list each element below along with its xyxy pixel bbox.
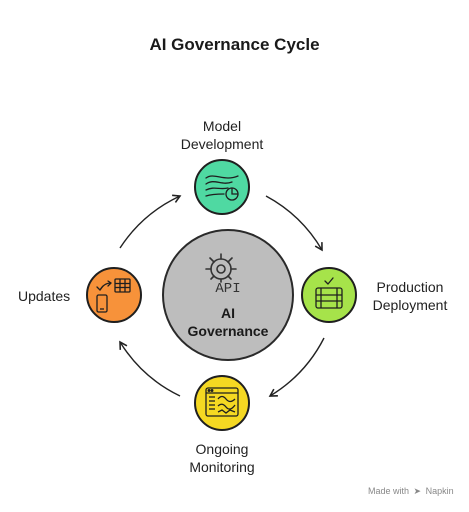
ongoing-monitoring-label: Ongoing Monitoring bbox=[170, 440, 274, 476]
device-sync-table-icon bbox=[96, 278, 131, 313]
production-deployment-label: Production Deployment bbox=[364, 278, 456, 314]
monitor-dashboard-icon bbox=[205, 387, 239, 417]
footer-brand: Napkin bbox=[425, 486, 454, 496]
model-development-line1: Model bbox=[202, 118, 242, 134]
ongoing-monitoring-line2: Monitoring bbox=[189, 459, 255, 475]
arrow-monitoring-to-updates bbox=[119, 340, 181, 397]
production-deployment-line1: Production bbox=[376, 279, 444, 295]
server-stack-check-icon bbox=[315, 277, 343, 309]
center-label-line2: Governance bbox=[187, 323, 269, 339]
arrow-production-to-monitoring bbox=[268, 337, 325, 397]
updates-line1: Updates bbox=[18, 288, 71, 304]
napkin-logo-icon: ➤ bbox=[413, 486, 422, 496]
ongoing-monitoring-line1: Ongoing bbox=[195, 441, 249, 457]
node-ongoing-monitoring bbox=[194, 375, 250, 431]
node-model-development bbox=[194, 159, 250, 215]
footer-made-with: Made with bbox=[368, 486, 410, 496]
center-label: AI Governance bbox=[176, 304, 280, 340]
center-node: API bbox=[162, 229, 294, 361]
arrow-model-to-production bbox=[265, 195, 323, 252]
arrow-updates-to-model bbox=[119, 194, 182, 249]
updates-label: Updates bbox=[18, 287, 78, 305]
node-updates bbox=[86, 267, 142, 323]
center-label-line1: AI bbox=[221, 305, 235, 321]
diagram-title: AI Governance Cycle bbox=[149, 35, 320, 54]
model-development-line2: Development bbox=[180, 136, 264, 152]
gear-api-icon: API bbox=[205, 253, 241, 297]
center-icon-text: API bbox=[215, 281, 240, 297]
production-deployment-line2: Deployment bbox=[372, 297, 448, 313]
data-flow-chart-icon bbox=[205, 175, 239, 201]
model-development-label: Model Development bbox=[170, 117, 274, 153]
node-production-deployment bbox=[301, 267, 357, 323]
made-with-napkin-footer[interactable]: Made with ➤ Napkin bbox=[368, 486, 454, 497]
